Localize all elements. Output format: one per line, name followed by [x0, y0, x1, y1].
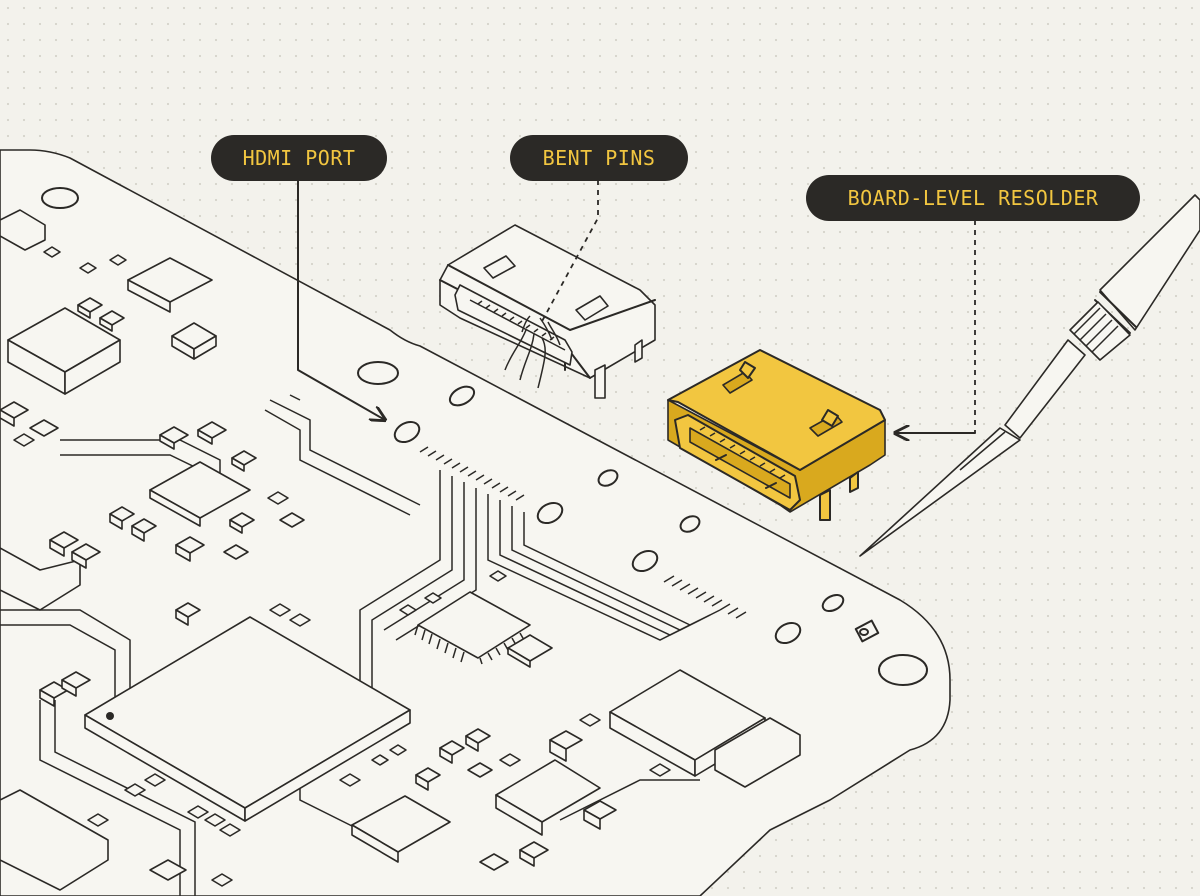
qfp-chip	[414, 591, 531, 665]
hdmi-footprint-pads	[419, 446, 747, 619]
bent-pins-leader	[539, 180, 599, 326]
circuit-board	[0, 149, 951, 896]
replacement-hdmi-connector	[667, 349, 886, 521]
ic-chip	[0, 789, 109, 891]
mount-hole	[41, 187, 79, 209]
mount-hole	[878, 654, 928, 686]
smd-components	[0, 246, 671, 887]
hdmi-port-label: HDMI PORT	[211, 135, 387, 181]
board-slots	[393, 385, 880, 645]
board-level-resolder-label: BOARD-LEVEL RESOLDER	[806, 175, 1140, 221]
ic-chip	[0, 547, 81, 611]
soldering-iron	[859, 194, 1200, 557]
bent-pins-label: BENT PINS	[510, 135, 688, 181]
mount-hole	[357, 361, 399, 385]
damaged-hdmi-connector	[439, 224, 656, 399]
main-processor	[84, 616, 411, 822]
hdmi-port-leader	[297, 179, 385, 420]
